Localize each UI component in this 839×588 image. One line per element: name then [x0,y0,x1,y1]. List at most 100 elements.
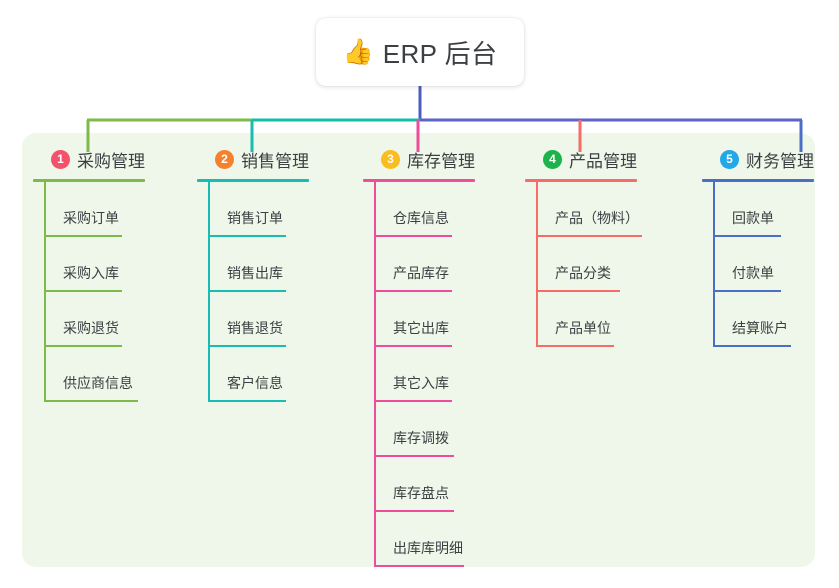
menu-item-label: 客户信息 [227,375,283,391]
column-5: 5 财务管理回款单付款单结算账户 [702,146,814,347]
menu-item[interactable]: 结算账户 [702,292,814,347]
menu-item[interactable]: 产品库存 [363,237,475,292]
column-number-badge: 4 [543,149,562,169]
menu-item[interactable]: 产品（物料） [525,182,642,237]
thumbs-up-icon: 👍 [342,37,374,66]
column-items: 回款单付款单结算账户 [702,182,814,347]
menu-item[interactable]: 出库库明细 [363,512,475,567]
menu-item[interactable]: 产品单位 [525,292,637,347]
menu-item-label: 销售订单 [227,210,283,226]
menu-item[interactable]: 其它入库 [363,347,475,402]
column-header-1[interactable]: 1 采购管理 [33,146,145,172]
menu-item-label: 仓库信息 [393,210,449,226]
menu-item[interactable]: 采购入库 [33,237,145,292]
column-stem-line [374,182,376,567]
menu-item-label: 库存调拨 [393,430,449,446]
menu-item-underline [208,345,286,347]
menu-item-label: 销售出库 [227,265,283,281]
menu-item[interactable]: 销售订单 [197,182,309,237]
column-number-badge: 1 [51,149,70,169]
menu-item-underline [44,235,122,237]
column-title: 库存管理 [407,151,475,171]
menu-item-underline [44,400,138,402]
menu-item-underline [44,345,122,347]
column-stem-line [44,182,46,402]
column-items: 销售订单销售出库销售退货客户信息 [197,182,309,402]
menu-item-label: 采购退货 [63,320,119,336]
menu-item-label: 回款单 [732,210,774,226]
root-node-content: 👍 ERP 后台 [343,34,498,71]
menu-item-underline [374,235,452,237]
column-items: 采购订单采购入库采购退货供应商信息 [33,182,145,402]
menu-item-label: 出库库明细 [393,540,463,556]
menu-item[interactable]: 采购退货 [33,292,145,347]
menu-item-label: 产品分类 [555,265,611,281]
menu-item-underline [374,400,452,402]
menu-item-label: 产品单位 [555,320,611,336]
column-underline [363,179,475,182]
column-stem-line [208,182,210,402]
column-underline [702,179,814,182]
menu-item-label: 产品（物料） [555,210,639,226]
column-header-5[interactable]: 5 财务管理 [702,146,814,172]
menu-item-label: 销售退货 [227,320,283,336]
menu-item[interactable]: 库存盘点 [363,457,475,512]
menu-item-underline [374,290,452,292]
menu-item-underline [44,290,122,292]
menu-item-label: 库存盘点 [393,485,449,501]
column-underline [197,179,309,182]
menu-item-underline [536,345,614,347]
column-underline [33,179,145,182]
menu-item-underline [208,290,286,292]
diagram-panel [22,133,815,567]
column-header-2[interactable]: 2 销售管理 [197,146,309,172]
menu-item-underline [713,290,781,292]
menu-item-underline [374,510,454,512]
menu-item[interactable]: 销售退货 [197,292,309,347]
column-stem-line [536,182,538,347]
column-header-4[interactable]: 4 产品管理 [525,146,637,172]
menu-item-underline [208,235,286,237]
menu-item[interactable]: 付款单 [702,237,814,292]
menu-item-label: 付款单 [732,265,774,281]
column-3: 3 库存管理仓库信息产品库存其它出库其它入库库存调拨库存盘点出库库明细 [363,146,475,567]
menu-item[interactable]: 采购订单 [33,182,145,237]
menu-item-label: 其它出库 [393,320,449,336]
menu-item-underline [536,235,642,237]
column-number-badge: 2 [215,149,234,169]
root-node[interactable]: 👍 ERP 后台 [316,18,524,86]
column-number-badge: 3 [381,149,400,169]
menu-item-underline [374,345,452,347]
column-title: 销售管理 [241,151,309,171]
menu-item-label: 其它入库 [393,375,449,391]
column-items: 产品（物料） 产品分类产品单位 [525,182,642,347]
menu-item[interactable]: 回款单 [702,182,814,237]
menu-item[interactable]: 其它出库 [363,292,475,347]
menu-item[interactable]: 库存调拨 [363,402,475,457]
menu-item-underline [374,565,464,567]
menu-item-label: 供应商信息 [63,375,133,391]
menu-item[interactable]: 仓库信息 [363,182,475,237]
column-2: 2 销售管理销售订单销售出库销售退货客户信息 [197,146,309,402]
menu-item[interactable]: 产品分类 [525,237,637,292]
menu-item-underline [536,290,620,292]
column-items: 仓库信息产品库存其它出库其它入库库存调拨库存盘点出库库明细 [363,182,475,567]
menu-item-underline [713,235,781,237]
column-underline [525,179,637,182]
menu-item-underline [374,455,454,457]
root-title: ERP 后台 [382,38,498,69]
menu-item-underline [713,345,791,347]
menu-item-label: 采购入库 [63,265,119,281]
menu-item-underline [208,400,286,402]
menu-item-label: 产品库存 [393,265,449,281]
column-4: 4 产品管理产品（物料） 产品分类产品单位 [525,146,642,347]
menu-item[interactable]: 供应商信息 [33,347,145,402]
menu-item[interactable]: 客户信息 [197,347,309,402]
column-number-badge: 5 [720,149,739,169]
column-title: 财务管理 [746,151,814,171]
column-title: 产品管理 [569,151,637,171]
column-title: 采购管理 [77,151,145,171]
column-header-3[interactable]: 3 库存管理 [363,146,475,172]
menu-item[interactable]: 销售出库 [197,237,309,292]
